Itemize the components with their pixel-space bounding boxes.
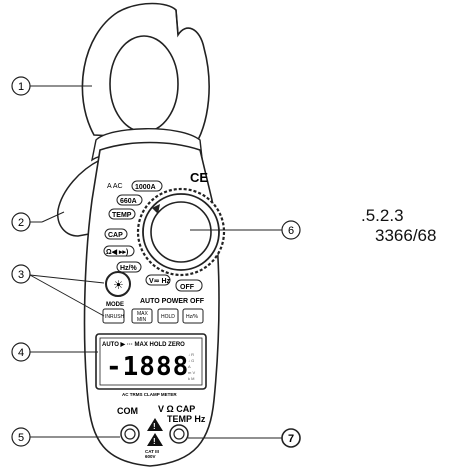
dial-pointer-icon bbox=[152, 204, 160, 214]
callout-7: 7 bbox=[281, 428, 301, 448]
svg-text:A: A bbox=[188, 364, 191, 369]
range-1000a: 1000A bbox=[135, 184, 156, 191]
svg-text:3: 3 bbox=[18, 269, 24, 281]
hz-pct-button[interactable] bbox=[182, 308, 204, 324]
range-hz: Hz/% bbox=[120, 265, 138, 272]
range-labels: A AC 1000A 660A TEMP CAP Ω◀ ▸▸) Hz/% V≂ … bbox=[103, 180, 203, 292]
warning-icon-upper bbox=[147, 418, 163, 431]
mode-button[interactable] bbox=[105, 271, 131, 297]
clamp-jaws bbox=[81, 2, 210, 162]
reference-section: .5.2.3 bbox=[361, 206, 404, 225]
lcd-display: AUTO ▶ ··· MAX HOLD ZERO -1888 ↓ R↓ GA m… bbox=[95, 333, 207, 397]
callout-4: 4 bbox=[11, 342, 31, 362]
mode-label: MODE bbox=[106, 302, 124, 308]
range-660a: 660A bbox=[120, 198, 137, 205]
range-v: V≂ Hz bbox=[149, 278, 171, 285]
max-label: MAX bbox=[137, 311, 149, 317]
svg-text:6: 6 bbox=[288, 225, 294, 237]
range-cap: CAP bbox=[108, 232, 123, 239]
ce-mark: CE bbox=[190, 170, 208, 185]
warning-icon-lower bbox=[147, 433, 163, 446]
svg-text:↓ G: ↓ G bbox=[188, 358, 194, 363]
svg-text:m V: m V bbox=[188, 370, 195, 375]
callout-3: 3 bbox=[11, 264, 31, 284]
dial-knob[interactable] bbox=[150, 201, 212, 263]
callouts bbox=[29, 85, 282, 439]
range-off: OFF bbox=[180, 284, 195, 291]
v-ohm-cap-label: V Ω CAP bbox=[158, 404, 195, 414]
svg-text:!: ! bbox=[153, 437, 156, 446]
min-label: MIN bbox=[137, 317, 147, 323]
com-label: COM bbox=[117, 406, 138, 416]
jaw-opening bbox=[109, 35, 179, 133]
callout-2: 2 bbox=[11, 212, 31, 232]
lcd-units: ↓ R↓ GA m Vk M bbox=[188, 352, 195, 381]
rotary-dial[interactable] bbox=[136, 187, 226, 277]
svg-text:2: 2 bbox=[18, 217, 24, 229]
lcd-caption: AC TRMS CLAMP METER bbox=[122, 392, 177, 397]
range-aac: A AC bbox=[107, 183, 123, 190]
lcd-digits: -1888 bbox=[106, 352, 189, 382]
callout-markers: 1 2 3 4 5 6 7 bbox=[11, 76, 301, 448]
hold-label: HOLD bbox=[161, 314, 175, 320]
svg-text:!: ! bbox=[153, 422, 156, 431]
hold-button[interactable] bbox=[157, 308, 179, 324]
svg-text:7: 7 bbox=[288, 433, 294, 445]
svg-text:4: 4 bbox=[18, 347, 24, 359]
lcd-screen bbox=[99, 337, 203, 386]
max-min-button[interactable] bbox=[131, 308, 153, 324]
callout-5: 5 bbox=[11, 427, 31, 447]
function-buttons: INRUSH MAX MIN HOLD Hz/% bbox=[102, 308, 204, 324]
range-diode: Ω◀ ▸▸) bbox=[106, 249, 128, 256]
svg-text:k M: k M bbox=[188, 376, 194, 381]
range-temp: TEMP bbox=[112, 212, 132, 219]
callout-1: 1 bbox=[11, 76, 31, 96]
inrush-label: INRUSH bbox=[105, 314, 125, 320]
svg-text:↓ R: ↓ R bbox=[188, 352, 194, 357]
temp-hz-label: TEMP Hz bbox=[167, 414, 206, 424]
svg-text:1: 1 bbox=[18, 81, 24, 93]
lcd-status: AUTO ▶ ··· MAX HOLD ZERO bbox=[102, 341, 185, 348]
svg-text:5: 5 bbox=[18, 432, 24, 444]
auto-power-off-label: AUTO POWER OFF bbox=[140, 298, 205, 305]
callout-6: 6 bbox=[281, 220, 301, 240]
hz-pct-label: Hz/% bbox=[186, 314, 199, 320]
reference-code: 3366/68 bbox=[375, 226, 437, 245]
mode-symbol-icon: ☀ bbox=[113, 278, 124, 292]
